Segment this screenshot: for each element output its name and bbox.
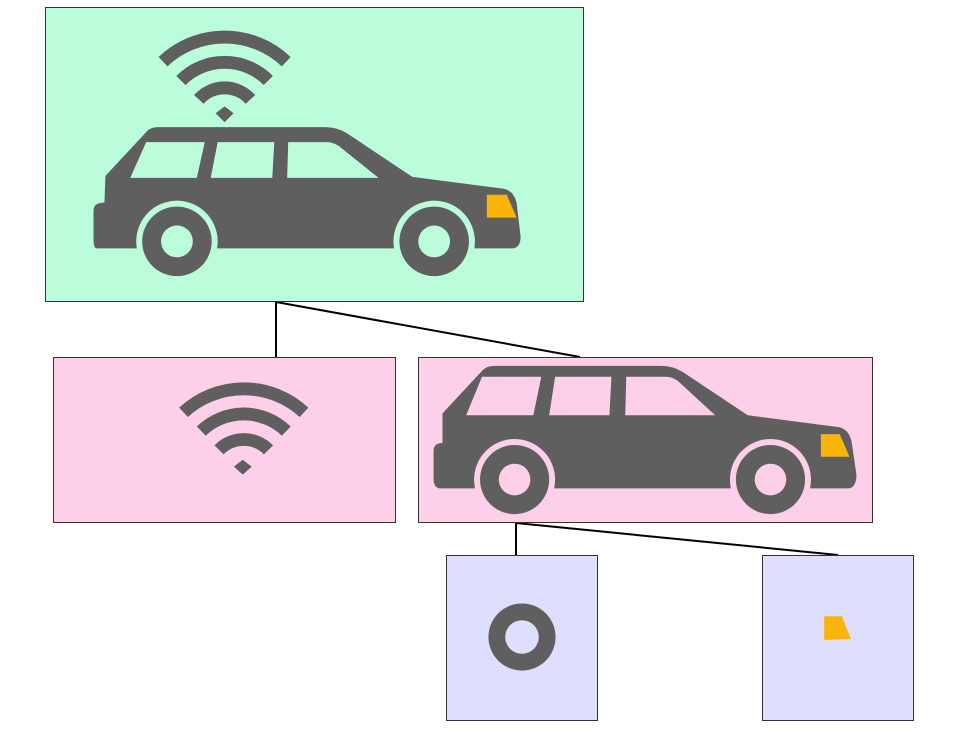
wheel-icon — [488, 603, 556, 671]
node-wifi — [53, 357, 396, 523]
node-connected-car — [45, 7, 584, 302]
node-wheel — [446, 555, 598, 721]
node-car — [418, 357, 873, 523]
edge-car-headlight — [515, 522, 839, 556]
car-icon — [93, 127, 521, 283]
car-icon — [433, 365, 857, 521]
connected-car-icon — [93, 30, 521, 283]
headlight-icon — [824, 616, 851, 640]
node-headlight — [762, 555, 914, 721]
edge-root-car — [275, 301, 581, 358]
wifi-icon — [158, 30, 291, 104]
wifi-icon — [179, 382, 309, 475]
